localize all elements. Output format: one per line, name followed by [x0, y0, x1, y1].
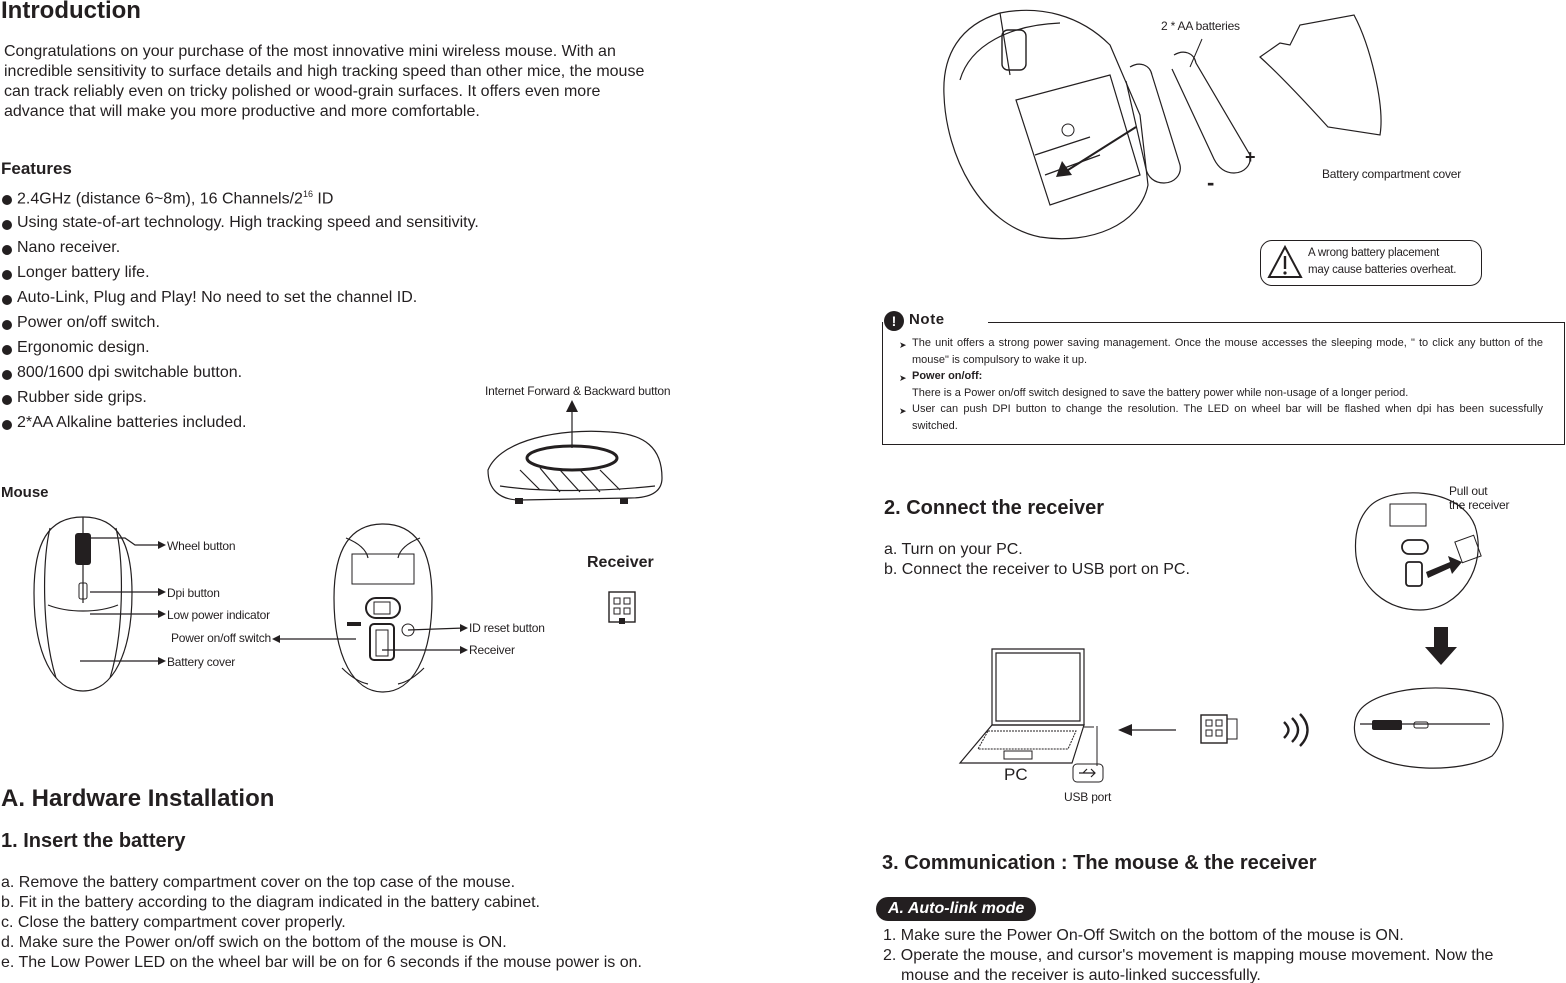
plus-sign: + [1245, 147, 1256, 167]
feature-text: 2.4GHz (distance 6~8m), 16 Channels/2 [17, 190, 303, 208]
note-text: There is a Power on/off switch designed … [912, 386, 1409, 399]
note-text: The unit offers a strong power saving ma… [912, 337, 1543, 366]
laptop-illustration [958, 648, 1094, 764]
note-box: ➤ The unit offers a strong power saving m… [882, 322, 1565, 445]
auto-link-mode-pill: A. Auto-link mode [876, 897, 1037, 921]
pull-out-label: Pull out the receiver [1449, 484, 1509, 512]
note-item-dpi: ➤ User can push DPI button to change the … [883, 401, 1543, 434]
mouse-bottom-illustration [272, 523, 468, 693]
mouse-pull-receiver-illustration [1354, 492, 1482, 611]
feature-item: 800/1600 dpi switchable button. [0, 364, 560, 389]
hardware-title: A. Hardware Installation [1, 785, 275, 812]
note-item-power: ➤ Power on/off: There is a Power on/off sw… [883, 368, 1543, 401]
pc-label: PC [1004, 765, 1028, 784]
arrow-right-icon: ➤ [899, 340, 907, 350]
connect-steps: a. Turn on your PC. b. Connect the recei… [884, 540, 1190, 580]
wheel-button-label: Wheel button [167, 539, 236, 553]
wifi-signal-icon [1283, 713, 1309, 747]
intro-line: advance that will make you more producti… [4, 103, 480, 120]
intro-paragraph: Congratulations on your purchase of the … [4, 42, 684, 122]
step-line: d. Make sure the Power on/off swich on t… [1, 934, 507, 951]
arrow-left-icon [1118, 724, 1176, 736]
feature-item: Nano receiver. [0, 239, 560, 264]
receiver-small-illustration [1200, 714, 1238, 744]
dpi-button-label: Dpi button [167, 586, 220, 600]
insert-battery-steps: a. Remove the battery compartment cover … [1, 873, 701, 973]
feature-text: ID [312, 190, 334, 208]
note-bold-heading: Power on/off: [912, 370, 983, 382]
down-arrow-icon [1425, 627, 1457, 665]
feature-item: 2.4GHz (distance 6~8m), 16 Channels/216 … [0, 189, 560, 214]
step-line: a. Remove the battery compartment cover … [1, 874, 516, 891]
arrow-right-icon: ➤ [899, 373, 907, 383]
step-line: e. The Low Power LED on the wheel bar wi… [1, 954, 642, 971]
communication-title: 3. Communication : The mouse & the recei… [882, 852, 1317, 874]
note-text: User can push DPI button to change the r… [912, 403, 1543, 432]
warning-triangle-icon [1267, 244, 1303, 278]
warning-line-1: A wrong battery placement [1308, 247, 1440, 259]
intro-title: Introduction [1, 0, 141, 24]
features-title: Features [1, 159, 72, 178]
step-line: 1. Make sure the Power On-Off Switch on … [883, 927, 1404, 944]
note-item-sleep: ➤ The unit offers a strong power saving m… [883, 335, 1543, 368]
note-divider [988, 322, 1565, 323]
usb-port-label: USB port [1064, 790, 1112, 804]
feature-item: Longer battery life. [0, 264, 560, 289]
mouse-top-leader-lines [80, 537, 166, 665]
exclamation-icon: ! [884, 311, 904, 331]
step-line: c. Close the battery compartment cover p… [1, 914, 346, 931]
mouse-top-horizontal-illustration [1353, 687, 1504, 769]
id-reset-button-label: ID reset button [469, 621, 545, 635]
intro-line: incredible sensitivity to surface detail… [4, 63, 645, 80]
step-line: b. Connect the receiver to USB port on P… [884, 561, 1190, 578]
note-title: Note [909, 311, 945, 328]
mouse-top-illustration [33, 516, 133, 692]
feature-item: Rubber side grips. [0, 389, 560, 414]
step-line: a. Turn on your PC. [884, 541, 1023, 558]
receiver-illustration [608, 591, 636, 624]
step-line: b. Fit in the battery according to the d… [1, 894, 540, 911]
usb-connector [1072, 726, 1104, 783]
battery-cover-label: Battery cover [167, 655, 236, 669]
communication-steps: 1. Make sure the Power On-Off Switch on … [883, 926, 1563, 983]
feature-item: Power on/off switch. [0, 314, 560, 339]
battery-cover-caption: Battery compartment cover [1322, 167, 1462, 181]
pull-out-line: Pull out [1449, 484, 1488, 498]
feature-superscript: 16 [302, 189, 313, 199]
minus-sign: - [1207, 170, 1215, 195]
intro-line: Congratulations on your purchase of the … [4, 43, 616, 60]
batteries-label: 2 * AA batteries [1161, 19, 1240, 33]
feature-item: Auto-Link, Plug and Play! No need to set… [0, 289, 560, 314]
step-line: mouse and the receiver is auto-linked su… [901, 967, 1261, 983]
feature-item: Ergonomic design. [0, 339, 560, 364]
intro-line: can track reliably even on tricky polish… [4, 83, 601, 100]
receiver-bottom-label: Receiver [469, 643, 515, 657]
mouse-side-illustration [487, 400, 663, 504]
step-line: 2. Operate the mouse, and cursor's movem… [883, 947, 1494, 964]
feature-item: 2*AA Alkaline batteries included. [0, 414, 560, 439]
low-power-indicator-label: Low power indicator [167, 608, 270, 622]
features-list: 2.4GHz (distance 6~8m), 16 Channels/216 … [0, 189, 560, 439]
receiver-title: Receiver [587, 554, 654, 571]
battery-installation-illustration [943, 9, 1382, 240]
battery-warning-box: A wrong battery placement may cause batt… [1260, 240, 1482, 286]
mouse-title: Mouse [1, 484, 49, 501]
power-switch-label: Power on/off switch [171, 631, 272, 645]
connect-title: 2. Connect the receiver [884, 497, 1105, 519]
arrow-right-icon: ➤ [899, 406, 907, 416]
forward-backward-label: Internet Forward & Backward button [485, 384, 671, 398]
insert-battery-title: 1. Insert the battery [1, 830, 186, 852]
feature-item: Using state-of-art technology. High trac… [0, 214, 560, 239]
pull-out-line: the receiver [1449, 498, 1510, 512]
warning-line-2: may cause batteries overheat. [1308, 264, 1457, 276]
